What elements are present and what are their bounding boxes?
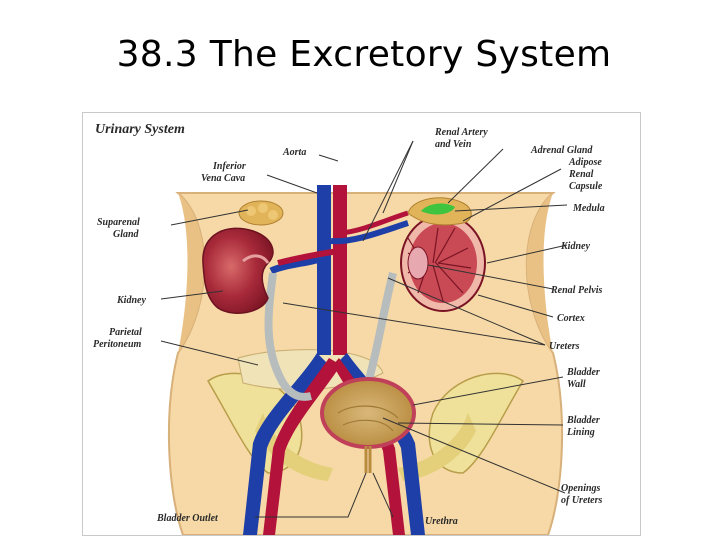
label-renal-artery-vein-1: Renal Artery bbox=[434, 127, 488, 138]
label-aorta: Aorta bbox=[282, 147, 306, 158]
label-adipose-renal-capsule-3: Capsule bbox=[569, 181, 603, 192]
label-renal-artery-vein-2: and Vein bbox=[435, 139, 472, 150]
label-suprarenal-gland-1: Suparenal bbox=[97, 217, 140, 228]
label-ureters: Ureters bbox=[549, 341, 580, 352]
label-adipose-renal-capsule-2: Renal bbox=[568, 169, 594, 180]
label-bladder-outlet: Bladder Outlet bbox=[156, 513, 219, 524]
kidney-left bbox=[202, 227, 274, 314]
label-openings-of-ureters-2: of Ureters bbox=[561, 495, 602, 506]
torso-shadow-left bbox=[178, 193, 205, 353]
slide-title: 38.3 The Excretory System bbox=[116, 34, 612, 75]
great-vessels bbox=[243, 185, 425, 535]
label-openings-of-ureters-1: Openings bbox=[561, 483, 601, 494]
label-suprarenal-gland-2: Gland bbox=[113, 229, 140, 240]
label-cortex: Cortex bbox=[557, 313, 585, 324]
urinary-system-illustration: Urinary System Aorta Inferior Vena Cava … bbox=[93, 122, 605, 536]
label-adipose-renal-capsule-1: Adipose bbox=[568, 157, 602, 168]
medula bbox=[421, 203, 455, 215]
torso-shadow-right bbox=[526, 193, 553, 353]
label-parietal-peritoneum-2: Peritoneum bbox=[93, 339, 142, 350]
label-adrenal-gland: Adrenal Gland bbox=[530, 145, 593, 156]
label-urethra: Urethra bbox=[425, 516, 458, 527]
label-inferior-vena-cava-2: Vena Cava bbox=[201, 173, 245, 184]
label-kidney-right: Kidney bbox=[560, 241, 590, 252]
label-bladder-wall-1: Bladder bbox=[566, 367, 600, 378]
label-bladder-lining-2: Lining bbox=[566, 427, 595, 438]
urinary-system-diagram: Urinary System Aorta Inferior Vena Cava … bbox=[82, 112, 641, 536]
diagram-heading: Urinary System bbox=[95, 122, 185, 137]
label-renal-pelvis: Renal Pelvis bbox=[550, 285, 602, 296]
bladder bbox=[320, 377, 416, 473]
label-inferior-vena-cava-1: Inferior bbox=[212, 161, 246, 172]
label-medula: Medula bbox=[572, 203, 605, 214]
leader-lines bbox=[160, 140, 568, 518]
label-kidney-left: Kidney bbox=[116, 295, 146, 306]
label-bladder-wall-2: Wall bbox=[567, 379, 586, 390]
adrenal-gland bbox=[407, 197, 472, 226]
kidney-right bbox=[400, 214, 486, 312]
label-parietal-peritoneum-1: Parietal bbox=[109, 327, 142, 338]
label-bladder-lining-1: Bladder bbox=[566, 415, 600, 426]
suprarenal-gland bbox=[238, 200, 284, 226]
